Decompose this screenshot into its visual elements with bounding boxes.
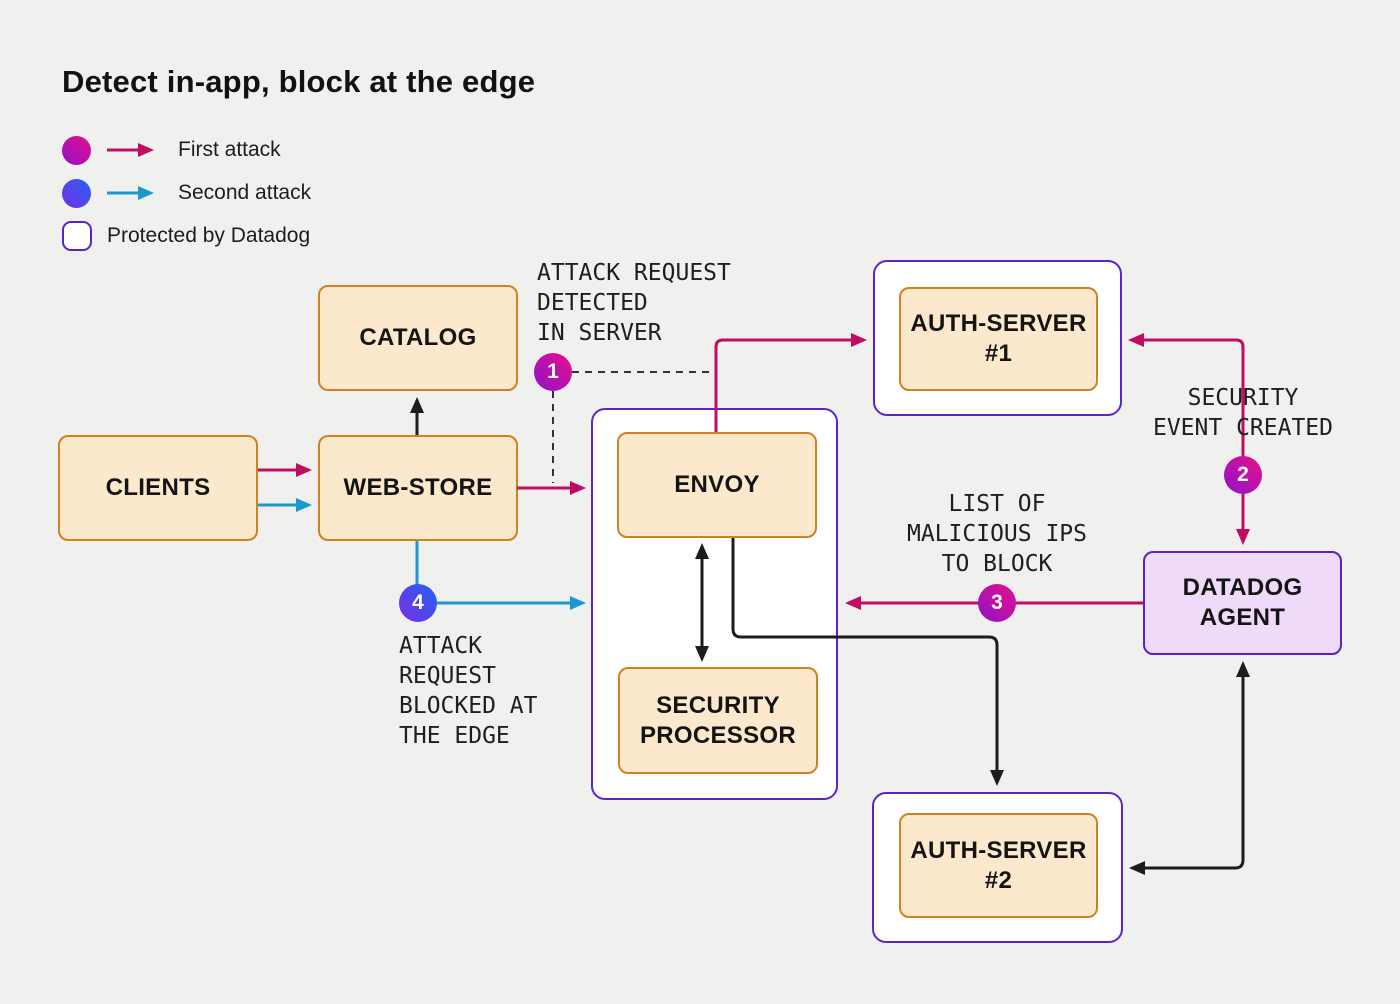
annotation-attack-blocked-line-1: ATTACK [399,633,483,659]
node-auth-server-1-label-2: #1 [984,340,1013,367]
legend-first-attack-label: First attack [178,138,281,161]
step-badge-2: 2 [1224,456,1262,494]
node-security-processor: SECURITY PROCESSOR [618,667,818,774]
annotation-security-event: SECURITY EVENT CREATED [1123,383,1363,443]
annotation-attack-blocked-line-4: THE EDGE [399,723,510,749]
node-clients-label: CLIENTS [105,474,211,501]
node-auth-server-2-label-2: #2 [984,866,1013,894]
legend-protected-label: Protected by Datadog [107,224,311,247]
step-badge-1-number: 1 [547,360,559,383]
node-security-processor-label-2: PROCESSOR [639,721,797,749]
protected-by-datadog-icon [62,221,92,251]
legend-second-attack-label: Second attack [178,181,312,204]
annotation-security-event-line-2: EVENT CREATED [1152,415,1333,441]
annotation-malicious-ips-line-1: LIST OF [948,491,1046,517]
annotation-malicious-ips-line-2: MALICIOUS IPS [906,521,1087,547]
second-attack-dot-icon [62,179,91,208]
node-security-processor-label-1: SECURITY [656,691,780,719]
annotation-attack-blocked: ATTACK REQUEST BLOCKED AT THE EDGE [399,631,537,751]
step-badge-2-number: 2 [1237,463,1249,486]
node-auth-server-2: AUTH-SERVER #2 [899,813,1098,918]
annotation-attack-detected-line-2: DETECTED [537,290,648,316]
node-auth-server-2-label-1: AUTH-SERVER [910,836,1087,864]
annotation-attack-blocked-line-3: BLOCKED AT [399,693,538,719]
arrow-datadog-agent-auth-server-2-bidirectional [1129,661,1250,875]
node-catalog-label: CATALOG [359,324,477,351]
node-catalog: CATALOG [318,285,518,391]
node-datadog-agent-label-1: DATADOG [1182,574,1303,601]
node-envoy: ENVOY [617,432,817,538]
step-badge-1: 1 [534,353,572,391]
node-auth-server-1: AUTH-SERVER #1 [899,287,1098,391]
step-badge-3: 3 [978,584,1016,622]
node-auth-server-1-label-1: AUTH-SERVER [910,310,1087,337]
first-attack-dot-icon [62,136,91,165]
page-title: Detect in-app, block at the edge [62,64,536,99]
annotation-security-event-line-1: SECURITY [1187,385,1299,411]
step-badge-3-number: 3 [991,591,1003,614]
annotation-attack-detected: ATTACK REQUEST DETECTED IN SERVER [537,258,731,348]
node-envoy-label: ENVOY [674,471,760,498]
annotation-attack-detected-line-3: IN SERVER [537,320,662,346]
node-web-store: WEB-STORE [318,435,518,541]
annotation-attack-detected-line-1: ATTACK REQUEST [537,260,731,286]
annotation-malicious-ips: LIST OF MALICIOUS IPS TO BLOCK [877,489,1117,579]
annotation-malicious-ips-line-3: TO BLOCK [941,551,1053,577]
node-clients: CLIENTS [58,435,258,541]
node-datadog-agent-label-2: AGENT [1199,604,1286,631]
annotation-attack-blocked-line-2: REQUEST [399,663,496,689]
node-datadog-agent: DATADOG AGENT [1143,551,1342,655]
step-badge-4-number: 4 [412,591,424,614]
step-badge-4: 4 [399,584,437,622]
node-web-store-label: WEB-STORE [343,474,493,501]
